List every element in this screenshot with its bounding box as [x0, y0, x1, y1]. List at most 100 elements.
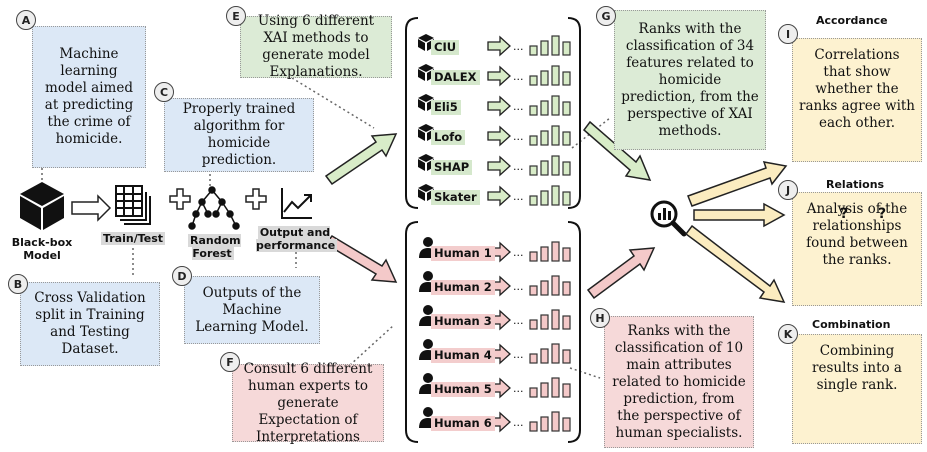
- ellipsis-text: ...: [513, 280, 524, 293]
- arrow-humans-to-analysis: [586, 247, 656, 300]
- cube-cluster-icon: [418, 159, 425, 171]
- rank-bar: [562, 131, 571, 146]
- rank-bar: [562, 315, 571, 330]
- rank-bar: [540, 348, 549, 364]
- rank-bar: [540, 314, 549, 330]
- ellipsis-text: ...: [513, 382, 524, 395]
- rank-bar: [551, 377, 560, 398]
- rank-bar: [562, 247, 571, 262]
- humans-bracket: [405, 221, 581, 443]
- rank-bar: [529, 195, 538, 206]
- small-arrow: [487, 185, 511, 207]
- human-expert-label: Human 3: [431, 314, 495, 329]
- rank-bar: [529, 45, 538, 56]
- badge-h: H: [590, 308, 610, 328]
- badge-g: G: [596, 6, 616, 26]
- xai-bracket: [405, 17, 581, 209]
- small-arrow: [487, 65, 511, 87]
- human-expert-label: Human 1: [431, 246, 495, 261]
- rank-bar: [540, 190, 549, 206]
- cube-cluster-icon: [418, 39, 425, 51]
- rank-bar: [551, 275, 560, 296]
- human-expert-label: Human 4: [431, 348, 495, 363]
- cube-cluster-icon: [418, 154, 434, 162]
- cube-cluster-icon: [418, 189, 425, 201]
- arrow-to-combination: [684, 224, 786, 303]
- question-mark-person: ?: [840, 206, 849, 222]
- note-combination: Combining results into a single rank.: [792, 334, 922, 444]
- rank-bar: [529, 75, 538, 86]
- small-arrow: [487, 125, 511, 147]
- xai-method-label: SHAP: [431, 160, 473, 175]
- small-arrow: [487, 35, 511, 57]
- rank-bar: [540, 280, 549, 296]
- note-cross-validation: Cross Validation split in Training and T…: [20, 282, 160, 366]
- rank-bar: [562, 41, 571, 56]
- rank-bar: [551, 155, 560, 176]
- analysis-magnifier-icon: [650, 200, 687, 237]
- random-forest-label: Random Forest: [188, 234, 241, 260]
- method-rows: ....................................: [418, 34, 571, 433]
- rank-bar: [551, 65, 560, 86]
- blackbox-label: Black-box Model: [11, 236, 73, 262]
- rank-bar: [562, 281, 571, 296]
- cube-cluster-icon: [418, 184, 434, 192]
- xai-method-label: Eli5: [431, 100, 461, 115]
- note-trained-algorithm: Properly trained algorithm for homicide …: [164, 98, 314, 172]
- ellipsis-text: ...: [513, 246, 524, 259]
- rank-bar: [529, 319, 538, 330]
- rank-bar: [529, 251, 538, 262]
- rank-bar: [562, 349, 571, 364]
- traintest-label: Train/Test: [100, 232, 166, 245]
- small-arrow: [487, 155, 511, 177]
- rank-bar: [540, 416, 549, 432]
- rank-bar: [551, 35, 560, 56]
- rank-bar: [551, 411, 560, 432]
- rank-bar: [529, 421, 538, 432]
- rank-bar: [562, 191, 571, 206]
- human-expert-label: Human 6: [431, 416, 495, 431]
- note-human-experts: Consult 6 different human experts to gen…: [232, 361, 384, 445]
- human-expert-label: Human 5: [431, 382, 495, 397]
- badge-k: K: [778, 324, 798, 344]
- person-icon: [423, 373, 433, 383]
- human-expert-label: Human 2: [431, 280, 495, 295]
- decision-tree-icon: [188, 186, 240, 230]
- badge-f: F: [220, 352, 240, 372]
- ellipsis-text: ...: [513, 130, 524, 143]
- ellipsis-text: ...: [513, 70, 524, 83]
- person-icon: [423, 237, 433, 247]
- rank-bar: [562, 101, 571, 116]
- rank-bar: [551, 343, 560, 364]
- rank-bar: [562, 71, 571, 86]
- arrow-to-accordance: [687, 161, 788, 207]
- note-xai-methods: Using 6 different XAI methods to generat…: [240, 13, 392, 80]
- badge-e: E: [226, 6, 246, 26]
- rank-bar: [529, 387, 538, 398]
- rank-bar: [551, 241, 560, 262]
- rank-bar: [529, 135, 538, 146]
- rank-bar: [529, 353, 538, 364]
- note-accordance: Correlations that show whether the ranks…: [792, 38, 922, 162]
- rank-bar: [540, 130, 549, 146]
- rank-bar: [562, 161, 571, 176]
- person-icon: [423, 271, 433, 281]
- cube-cluster-icon: [418, 69, 425, 81]
- ellipsis-text: ...: [513, 40, 524, 53]
- cube-cluster-icon: [418, 34, 434, 42]
- badge-c: C: [154, 82, 174, 102]
- rank-bar: [551, 309, 560, 330]
- ellipsis-text: ...: [513, 348, 524, 361]
- arrow-xai-to-analysis: [582, 120, 652, 181]
- trend-chart-icon: [281, 188, 312, 219]
- xai-method-label: Lofo: [431, 130, 466, 145]
- rank-bar: [540, 160, 549, 176]
- arrow-to-xai: [324, 133, 398, 186]
- plus-icon: [169, 188, 191, 210]
- arrow-to-relations: [693, 202, 786, 228]
- spreadsheet-icon: [115, 185, 151, 225]
- badge-i: I: [778, 24, 798, 44]
- note-model: Machine learning model aimed at predicti…: [32, 26, 146, 168]
- person-icon: [423, 339, 433, 349]
- ellipsis-text: ...: [513, 314, 524, 327]
